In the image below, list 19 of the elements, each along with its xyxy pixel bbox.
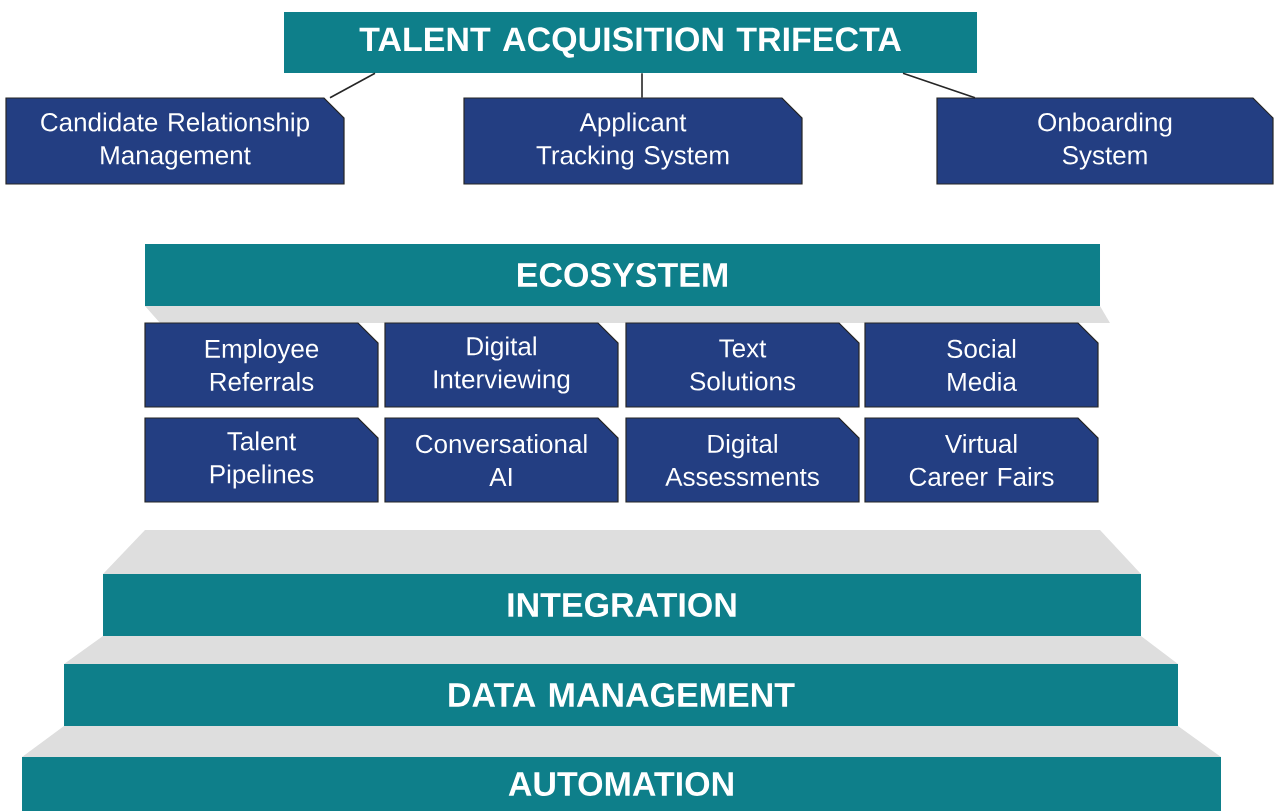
module-box: Talent Pipelines (144, 417, 379, 503)
module-box: Employee Referrals (144, 322, 379, 408)
connector-line (641, 72, 643, 99)
layer-band: AUTOMATION (22, 726, 1221, 811)
layer-band: ECOSYSTEM (145, 244, 1110, 323)
module-box: Digital Assessments (625, 417, 860, 503)
module-box: Digital Interviewing (384, 322, 619, 408)
module-box: Social Media (864, 322, 1099, 408)
connector-line (902, 72, 976, 99)
module-box: Candidate Relationship Management (5, 97, 345, 185)
connector-line (329, 72, 376, 99)
layer-band: TALENT ACQUISITION TRIFECTA (284, 12, 977, 73)
module-box: Applicant Tracking System (463, 97, 803, 185)
module-box: Text Solutions (625, 322, 860, 408)
module-box: Virtual Career Fairs (864, 417, 1099, 503)
module-box: Conversational AI (384, 417, 619, 503)
module-box: Onboarding System (936, 97, 1274, 185)
layer-band: DATA MANAGEMENT (64, 636, 1178, 726)
layer-band: INTEGRATION (103, 530, 1141, 636)
